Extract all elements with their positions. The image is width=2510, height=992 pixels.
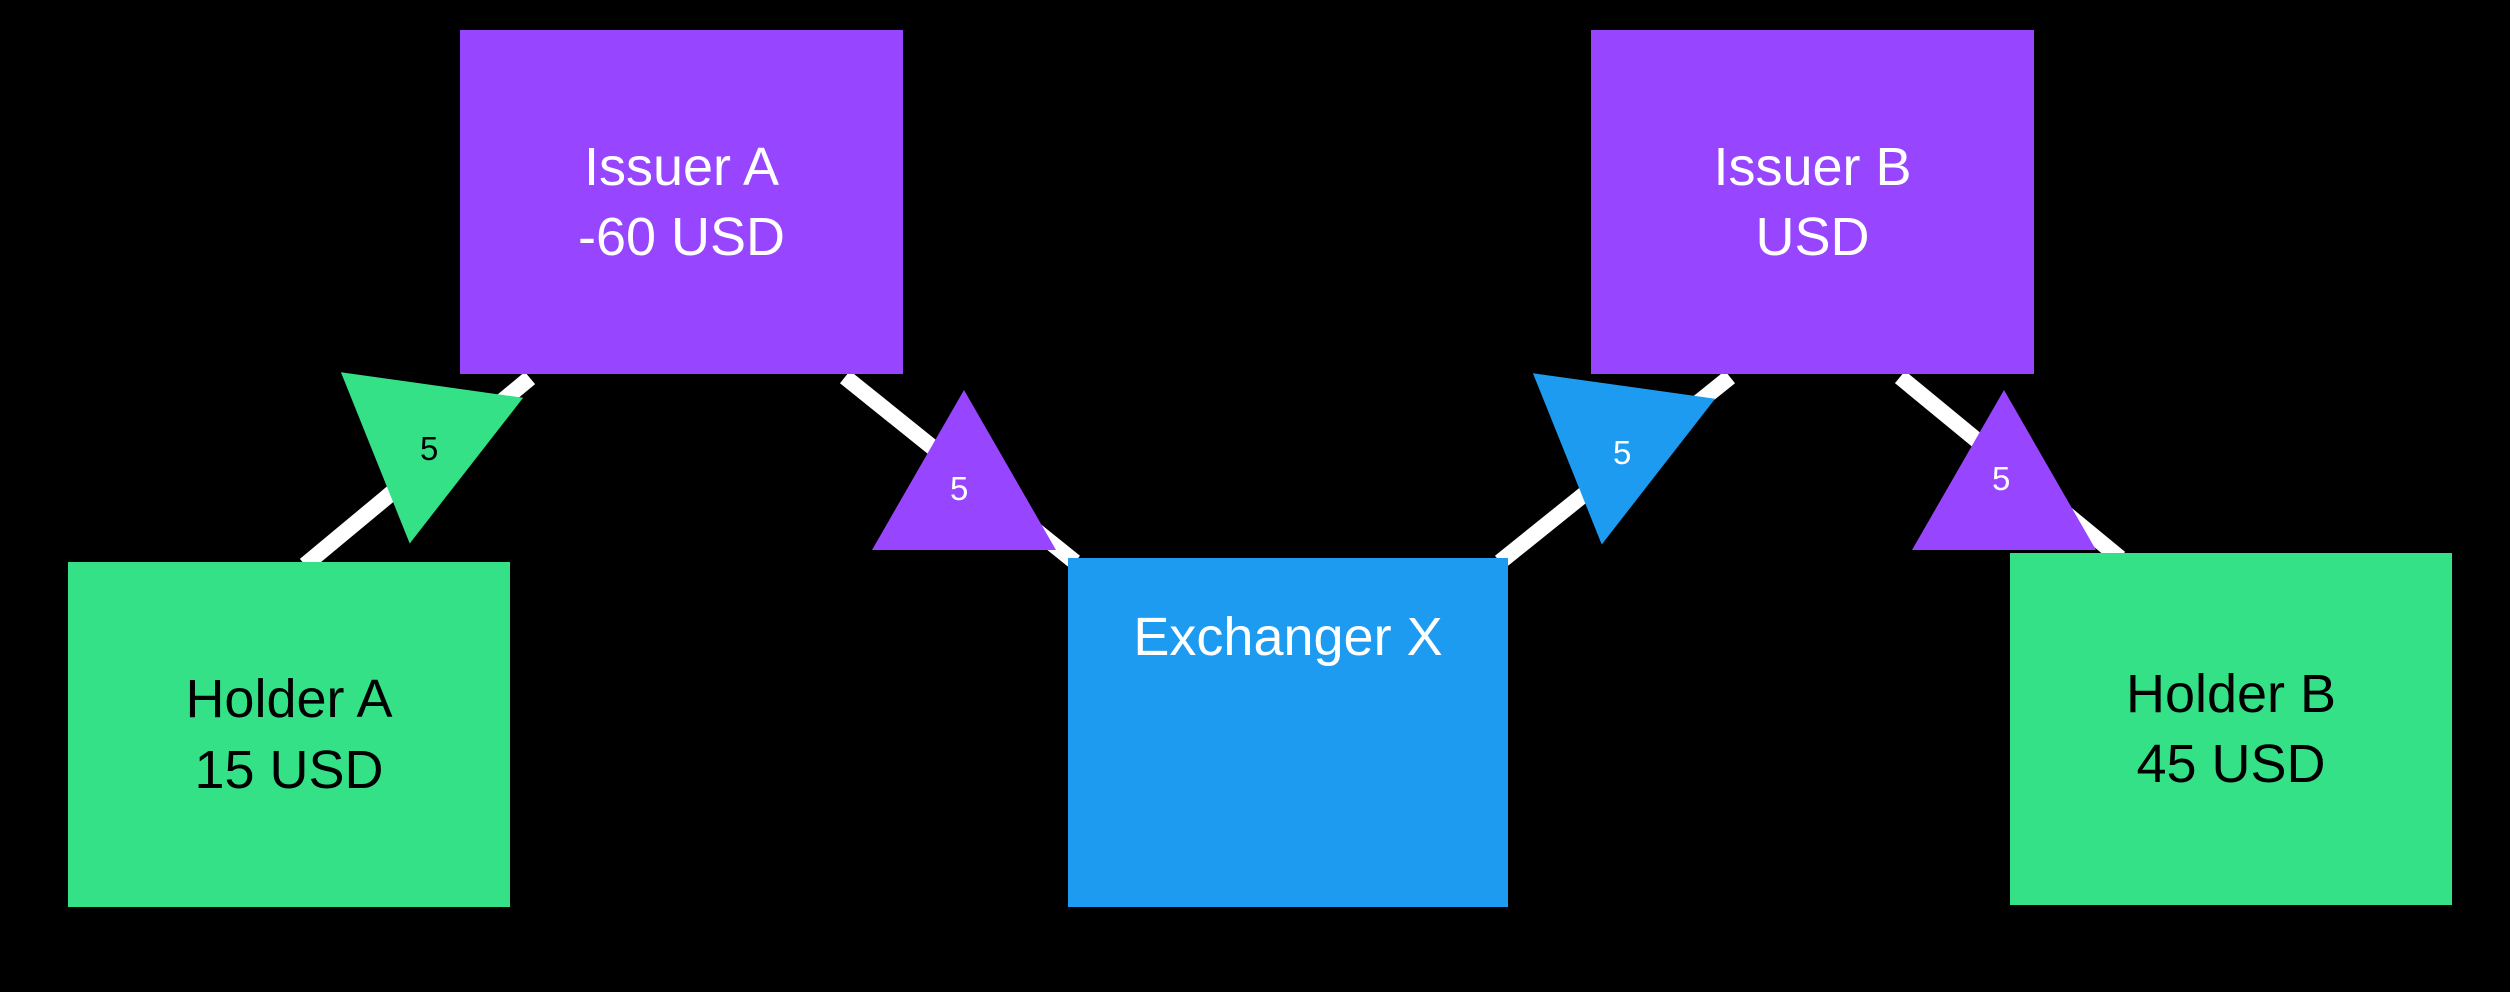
edge-marker-issuer-b-holder-b (1912, 390, 2096, 550)
node-issuer-a-subtitle: -60 USD (577, 207, 786, 267)
node-issuer-b-title: Issuer B (1713, 136, 1912, 197)
node-issuer-a-title: Issuer A (583, 136, 780, 197)
node-holder-a[interactable]: Holder A 15 USD (68, 562, 510, 907)
node-issuer-a[interactable]: Issuer A -60 USD (460, 30, 903, 374)
edge-marker-issuer-a-exchanger-x (872, 390, 1056, 550)
node-issuer-b[interactable]: Issuer B USD (1591, 30, 2034, 374)
node-holder-b-title: Holder B (2125, 663, 2337, 724)
node-holder-b-subtitle: 45 USD (2136, 734, 2326, 794)
edge-holder-a-issuer-a-line (299, 371, 536, 572)
edge-marker-holder-a-issuer-a (318, 372, 524, 557)
node-issuer-b-subtitle: USD (1755, 207, 1870, 267)
edge-exchanger-x-issuer-b-line (1494, 370, 1736, 569)
node-exchanger-x[interactable]: Exchanger X (1068, 558, 1508, 907)
node-holder-a-subtitle: 15 USD (194, 739, 384, 800)
node-exchanger-x-title: Exchanger X (1133, 607, 1443, 667)
node-holder-a-title: Holder A (185, 669, 393, 730)
node-holder-b[interactable]: Holder B 45 USD (2010, 553, 2452, 905)
edge-marker-exchanger-x-issuer-b (1510, 373, 1716, 558)
